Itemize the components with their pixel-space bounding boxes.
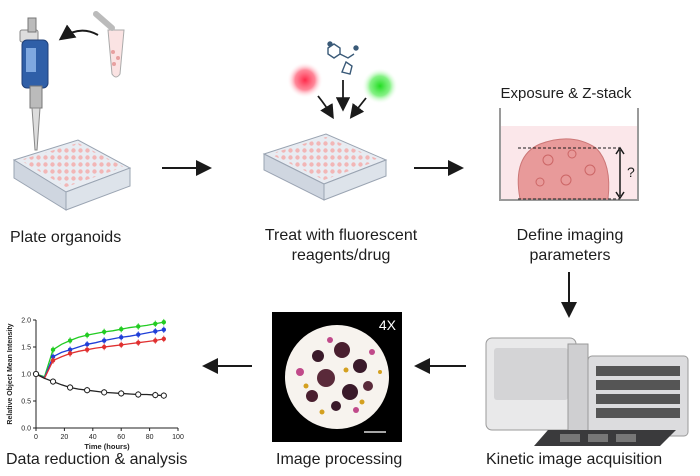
x-tick-label: 20 [61,434,69,441]
plate-organoids-label: Plate organoids [10,229,122,246]
treat-label-line1: Treat with fluorescent [264,227,418,244]
exposure-title: Exposure & Z-stack [501,85,632,102]
data-point [101,338,107,343]
magnification-label: 4X [379,317,397,333]
reagent-arrow-right [349,97,367,119]
y-tick-label: 0.0 [21,426,31,433]
data-point [67,351,73,356]
data-point [161,327,166,332]
data-point [84,347,90,352]
plate-1-icon [12,139,132,211]
zstack-question-mark: ? [627,164,635,180]
treat-label: Treat with fluorescent reagents/drug [246,226,436,266]
series-line-3 [35,373,164,397]
reagent-arrow-left [317,95,334,120]
pipette-icon [19,17,49,151]
data-point [136,332,141,337]
data-point [152,391,159,399]
data-point [67,338,73,343]
data-point [67,347,73,352]
transfer-arrow [58,24,99,41]
data-point [161,336,166,342]
green-fluorescent-dot [362,68,398,104]
molecule-icon [327,41,359,75]
data-point [119,326,124,332]
data-point [101,344,107,350]
red-fluorescent-dot [287,62,323,98]
define-label-line1: Define imaging [516,227,624,244]
y-tick-label: 1.5 [21,345,31,352]
data-point [50,358,56,363]
well-cross-section [499,108,639,201]
data-point [101,329,107,335]
data-point [136,340,141,345]
data-point [153,338,158,343]
plate-2-icon [262,133,388,201]
data-point [136,324,141,329]
y-tick-label: 0.5 [21,399,31,406]
data-point [84,387,91,394]
data-point [49,378,57,385]
kinetic-acquisition-label: Kinetic image acquisition [486,451,663,468]
y-tick-label: 1.0 [21,372,31,379]
y-tick-label: 2.0 [21,318,31,325]
imaging-instrument-icon [485,337,689,446]
data-point [50,354,56,359]
data-point [153,329,158,334]
data-point [32,370,40,378]
data-point [160,392,167,399]
data-point [84,332,90,338]
image-processing-label: Image processing [276,451,403,468]
data-point [135,391,142,398]
x-axis-label: Time (hours) [84,442,130,451]
define-imaging-label: Define imaging parameters [500,226,640,266]
data-point [50,347,56,352]
data-point [153,321,158,326]
data-point [66,384,74,391]
x-tick-label: 0 [34,434,38,441]
data-reduction-label: Data reduction & analysis [6,451,188,468]
x-tick-label: 100 [172,434,184,441]
data-point [118,390,125,397]
x-tick-label: 80 [146,434,154,441]
series-line-1 [35,329,164,379]
x-tick-label: 40 [89,434,97,441]
data-point [161,319,166,325]
x-tick-label: 60 [117,434,125,441]
series-line-0 [35,321,164,378]
microscopy-image [272,312,402,442]
tube-icon [93,11,125,78]
define-label-line2: parameters [529,247,611,264]
data-point [84,342,90,347]
y-axis-label: Relative Object Mean Intensity [7,323,14,424]
treat-label-line2: reagents/drug [291,247,391,264]
data-point [119,335,124,340]
data-point [119,342,124,348]
series-line-2 [35,338,164,380]
data-point [101,389,108,396]
